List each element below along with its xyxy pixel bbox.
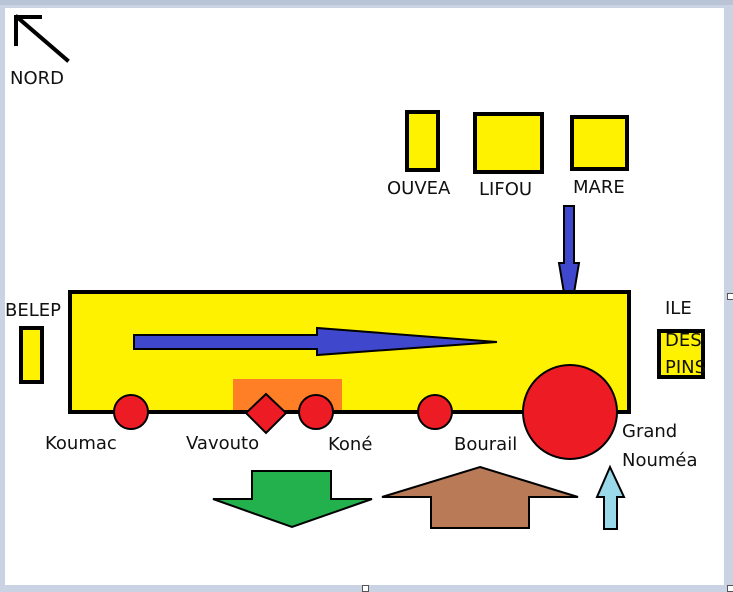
label-pins: PINS [665,357,706,378]
flow-arrow-brown-up [381,465,579,529]
label-koumac: Koumac [45,433,117,454]
island-ouvea [405,110,440,172]
north-arrow-icon [14,14,70,63]
label-kone: Koné [328,434,372,455]
city-koumac [113,394,149,430]
flow-arrow-green-down [212,470,373,529]
window-top-border [0,0,733,5]
island-mare [570,115,629,171]
resize-handle-right[interactable] [727,293,733,300]
label-lifou: LIFOU [479,179,532,200]
label-grand: Grand [622,421,677,442]
label-vavouto: Vavouto [186,433,259,454]
label-noumea: Nouméa [622,450,698,471]
island-belep [19,326,44,384]
label-des: DES [665,330,702,351]
city-kone [298,394,334,430]
city-bourail [417,394,453,430]
island-ile-des-pins [657,329,705,379]
label-bourail: Bourail [454,434,517,455]
label-ouvea: OUVEA [387,178,451,199]
label-ile: ILE [665,298,692,319]
label-mare: MARE [573,177,625,198]
city-grand-noumea [522,364,618,460]
island-lifou [473,112,544,174]
label-belep: BELEP [5,300,61,321]
north-label: NORD [10,68,64,89]
city-vavouto [244,392,288,435]
flow-arrow-lightblue-up [595,464,626,530]
flow-arrow-blue-east [133,326,498,357]
